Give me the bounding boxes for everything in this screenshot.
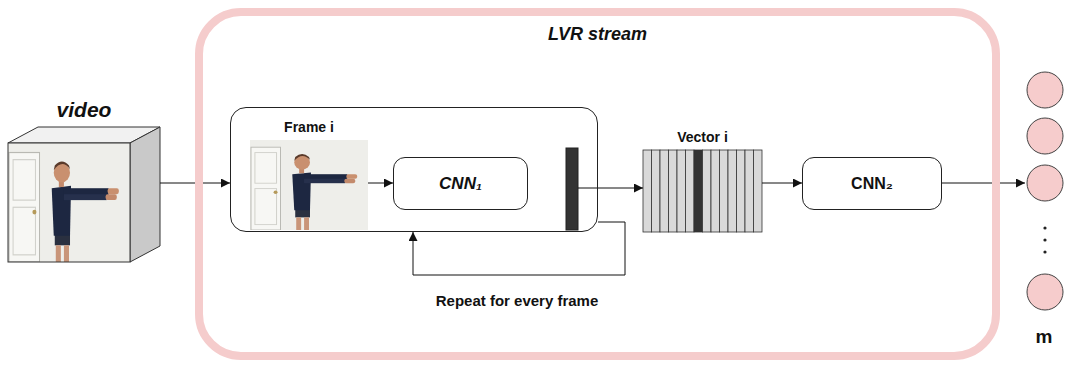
node-heading: Vector i [677,129,728,145]
output-layer: m [1025,68,1063,350]
process-box: CNN₁ [393,157,528,210]
feature-vector: Vector i [643,127,762,232]
cube-front [8,143,130,262]
node-heading: video [57,98,112,122]
box-label: CNN₁ [439,174,482,194]
vector-stripes [643,150,762,232]
feature-bar [566,148,578,230]
flow-arrow [762,183,802,184]
frame-loop-box: Frame i CNN₁ [230,107,598,232]
region-title: LVR stream [548,24,647,45]
loop-arrow [413,222,625,275]
process-box: CNN₂ [802,157,942,210]
video-frame-picture [8,143,130,262]
cube-side [130,127,160,262]
flow-arrow [368,183,393,184]
box-label: CNN₂ [851,175,893,193]
flow-arrow [598,188,643,189]
bar-wire [578,188,598,189]
node-heading: m [1036,326,1053,348]
edge-label: Repeat for every frame [433,292,602,310]
node-heading: Frame i [284,119,334,135]
flow-arrow [942,183,1025,184]
frame-image: Frame i [250,117,368,230]
output-neurons [1027,72,1063,310]
video-cube: video [8,96,160,262]
frame-picture [250,140,368,230]
